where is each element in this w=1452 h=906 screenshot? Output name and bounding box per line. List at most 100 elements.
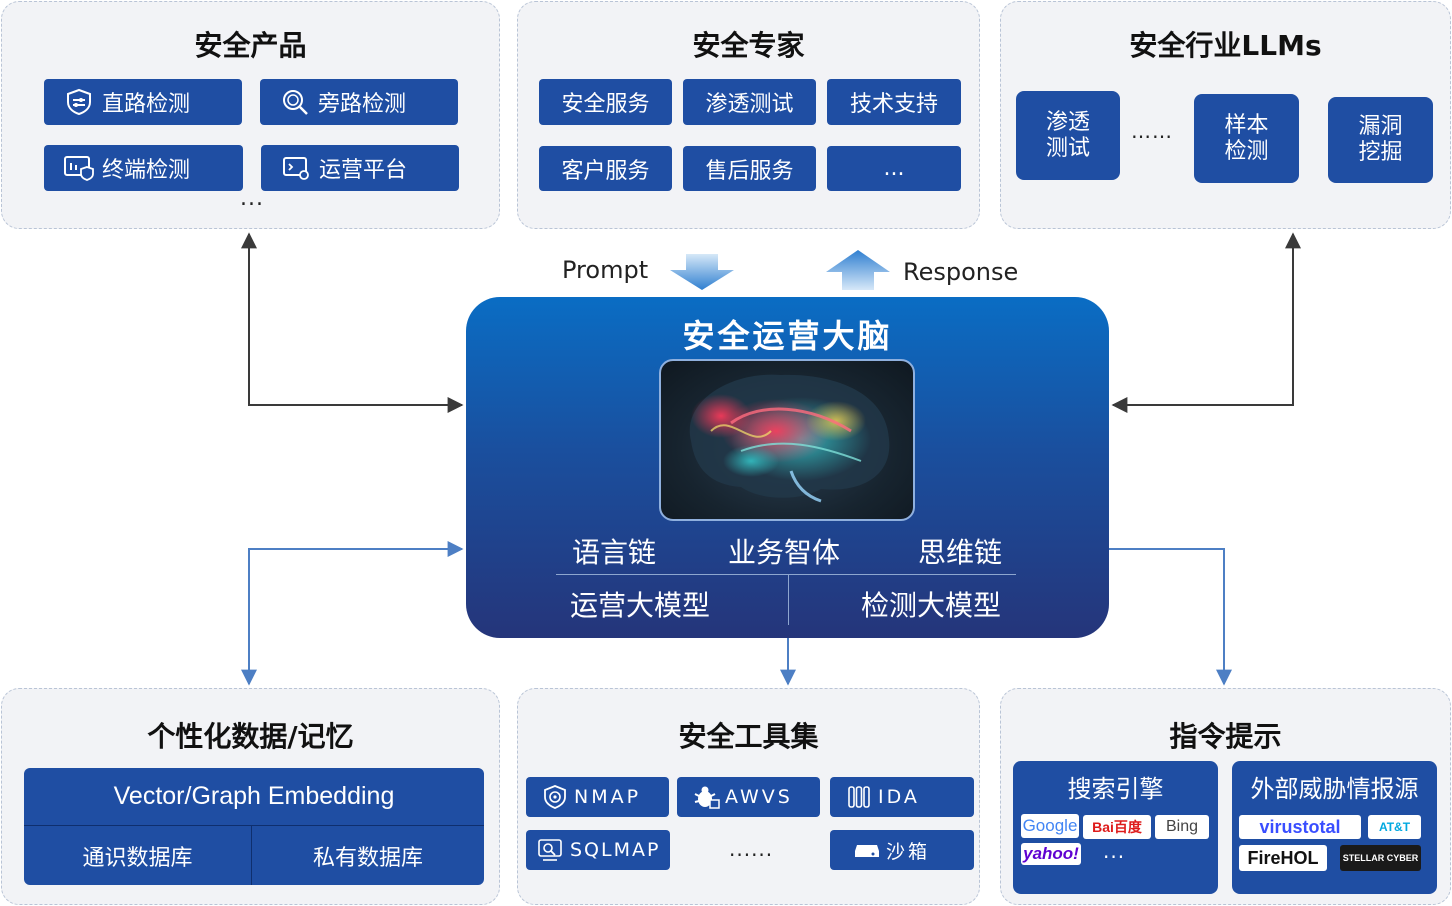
security-toolset-panel: 安全工具集 NMAP AWVS IDA SQLMAP ...... 沙箱 xyxy=(517,688,980,905)
llm-sample-detection[interactable]: 样本检测 xyxy=(1194,94,1299,183)
expert-after-sales[interactable]: 售后服务 xyxy=(683,146,816,191)
private-database[interactable]: 私有数据库 xyxy=(312,846,423,871)
embedding-block: Vector/Graph Embedding 通识数据库 私有数据库 xyxy=(24,768,484,885)
brain-language-chain: 语言链 xyxy=(572,536,657,569)
att-logo[interactable]: AT&T xyxy=(1368,815,1421,839)
llm-line: 渗透 xyxy=(1045,109,1090,135)
google-logo[interactable]: Google xyxy=(1021,814,1079,838)
llm-vuln-mining[interactable]: 漏洞挖掘 xyxy=(1328,97,1433,183)
tool-label: NMAP xyxy=(574,786,642,808)
brain-divider-vertical xyxy=(788,575,789,625)
firehol-logo[interactable]: FireHOL xyxy=(1239,845,1327,871)
llm-more: …… xyxy=(1131,119,1173,143)
product-label: 旁路检测 xyxy=(318,92,407,117)
search-engine-title: 搜索引擎 xyxy=(1067,775,1164,803)
tool-sandbox[interactable]: 沙箱 xyxy=(830,830,974,870)
toolset-title: 安全工具集 xyxy=(678,720,819,753)
database-search-icon xyxy=(536,837,566,863)
virustotal-text: virustotal xyxy=(1259,816,1341,837)
product-endpoint-detection[interactable]: 终端检测 xyxy=(44,145,243,191)
prompt-arrow xyxy=(670,254,734,290)
bing-text: Bing xyxy=(1165,818,1199,835)
security-experts-title: 安全专家 xyxy=(692,29,805,62)
yahoo-logo[interactable]: yahoo! xyxy=(1021,843,1081,865)
brain-title: 安全运营大脑 xyxy=(682,317,893,355)
instruction-panel: 指令提示 搜索引擎 Google Bai百度 Bing yahoo! ... 外… xyxy=(1000,688,1451,905)
products-more: ... xyxy=(240,186,264,211)
brain-thought-chain: 思维链 xyxy=(918,536,1003,569)
stellar-cyber-logo[interactable]: STELLAR CYBER xyxy=(1340,845,1421,871)
brain-detect-model: 检测大模型 xyxy=(861,589,1002,622)
baidu-text: Bai百度 xyxy=(1092,819,1142,835)
personal-data-title: 个性化数据/记忆 xyxy=(147,720,354,753)
product-direct-detection[interactable]: 直路检测 xyxy=(44,79,242,125)
tool-nmap[interactable]: NMAP xyxy=(526,777,669,817)
industry-llms-panel: 安全行业LLMs 渗透测试 …… 样本检测 漏洞挖掘 xyxy=(1000,1,1451,229)
product-bypass-detection[interactable]: 旁路检测 xyxy=(260,79,458,125)
embedding-label: Vector/Graph Embedding xyxy=(113,782,395,810)
llm-pentest[interactable]: 渗透测试 xyxy=(1016,91,1120,180)
llm-line: 测试 xyxy=(1045,135,1090,161)
brain-ops-model: 运营大模型 xyxy=(570,589,711,622)
sandbox-icon xyxy=(852,837,882,863)
platform-gear-icon xyxy=(279,153,313,183)
expert-more[interactable]: ... xyxy=(827,146,961,191)
tool-label: IDA xyxy=(878,786,920,808)
llm-line: 挖掘 xyxy=(1358,140,1403,165)
tool-label: 沙箱 xyxy=(886,840,931,863)
instruction-title: 指令提示 xyxy=(1169,720,1282,753)
baidu-logo[interactable]: Bai百度 xyxy=(1083,815,1151,839)
terminal-shield-icon xyxy=(62,153,96,183)
industry-llms-title: 安全行业LLMs xyxy=(1129,29,1322,62)
security-experts-panel: 安全专家 安全服务 渗透测试 技术支持 客户服务 售后服务 ... xyxy=(517,1,980,229)
common-database[interactable]: 通识数据库 xyxy=(82,846,193,871)
brain-divider xyxy=(556,574,1016,575)
threat-intel-panel: 外部威胁情报源 virustotal AT&T FireHOL STELLAR … xyxy=(1232,761,1437,894)
binary-icon xyxy=(844,784,874,810)
expert-security-service[interactable]: 安全服务 xyxy=(539,79,672,125)
shield-settings-icon xyxy=(62,87,96,117)
att-text: AT&T xyxy=(1378,820,1411,834)
radar-shield-icon xyxy=(540,784,570,810)
tool-sqlmap[interactable]: SQLMAP xyxy=(526,830,670,870)
google-text: Google xyxy=(1022,816,1078,835)
security-products-panel: 安全产品 直路检测 旁路检测 终端检测 运营平台 ... xyxy=(1,1,500,229)
embedding-divider xyxy=(24,825,484,826)
stellar-text: STELLAR CYBER xyxy=(1342,853,1419,863)
response-arrow xyxy=(826,250,890,290)
product-label: 终端检测 xyxy=(102,158,191,183)
personal-data-panel: 个性化数据/记忆 Vector/Graph Embedding 通识数据库 私有… xyxy=(1,688,500,905)
product-ops-platform[interactable]: 运营平台 xyxy=(261,145,459,191)
arrow-brain-personal xyxy=(241,541,464,686)
firehol-text: FireHOL xyxy=(1247,847,1319,868)
search-engine-panel: 搜索引擎 Google Bai百度 Bing yahoo! ... xyxy=(1013,761,1218,894)
embedding-divider-vertical xyxy=(251,826,252,885)
virustotal-logo[interactable]: virustotal xyxy=(1239,815,1361,839)
llm-line: 检测 xyxy=(1224,138,1269,164)
magnifier-icon xyxy=(278,87,312,117)
bing-logo[interactable]: Bing xyxy=(1155,815,1209,839)
expert-customer-service[interactable]: 客户服务 xyxy=(539,146,672,191)
brain-illustration xyxy=(689,374,890,503)
tool-awvs[interactable]: AWVS xyxy=(677,777,820,817)
llm-line: 漏洞 xyxy=(1358,114,1403,139)
security-products-title: 安全产品 xyxy=(194,29,307,62)
prompt-label: Prompt xyxy=(562,256,649,284)
arrow-llms-brain xyxy=(1111,232,1301,413)
threat-intel-title: 外部威胁情报源 xyxy=(1250,775,1419,803)
brain-image xyxy=(659,359,915,521)
arrow-products-brain xyxy=(241,232,464,413)
product-label: 运营平台 xyxy=(319,158,408,183)
tool-ida[interactable]: IDA xyxy=(830,777,974,817)
expert-pentest[interactable]: 渗透测试 xyxy=(683,79,816,125)
response-label: Response xyxy=(903,258,1019,286)
product-label: 直路检测 xyxy=(102,92,191,117)
security-ops-brain: 安全运营大脑 语言链 xyxy=(466,297,1109,638)
brain-business-agent: 业务智体 xyxy=(728,536,841,569)
bug-icon xyxy=(691,784,721,810)
yahoo-text: yahoo! xyxy=(1023,844,1079,863)
llm-line: 样本 xyxy=(1224,112,1269,138)
search-more: ... xyxy=(1103,839,1126,863)
tool-label: SQLMAP xyxy=(570,839,661,861)
expert-tech-support[interactable]: 技术支持 xyxy=(827,79,961,125)
